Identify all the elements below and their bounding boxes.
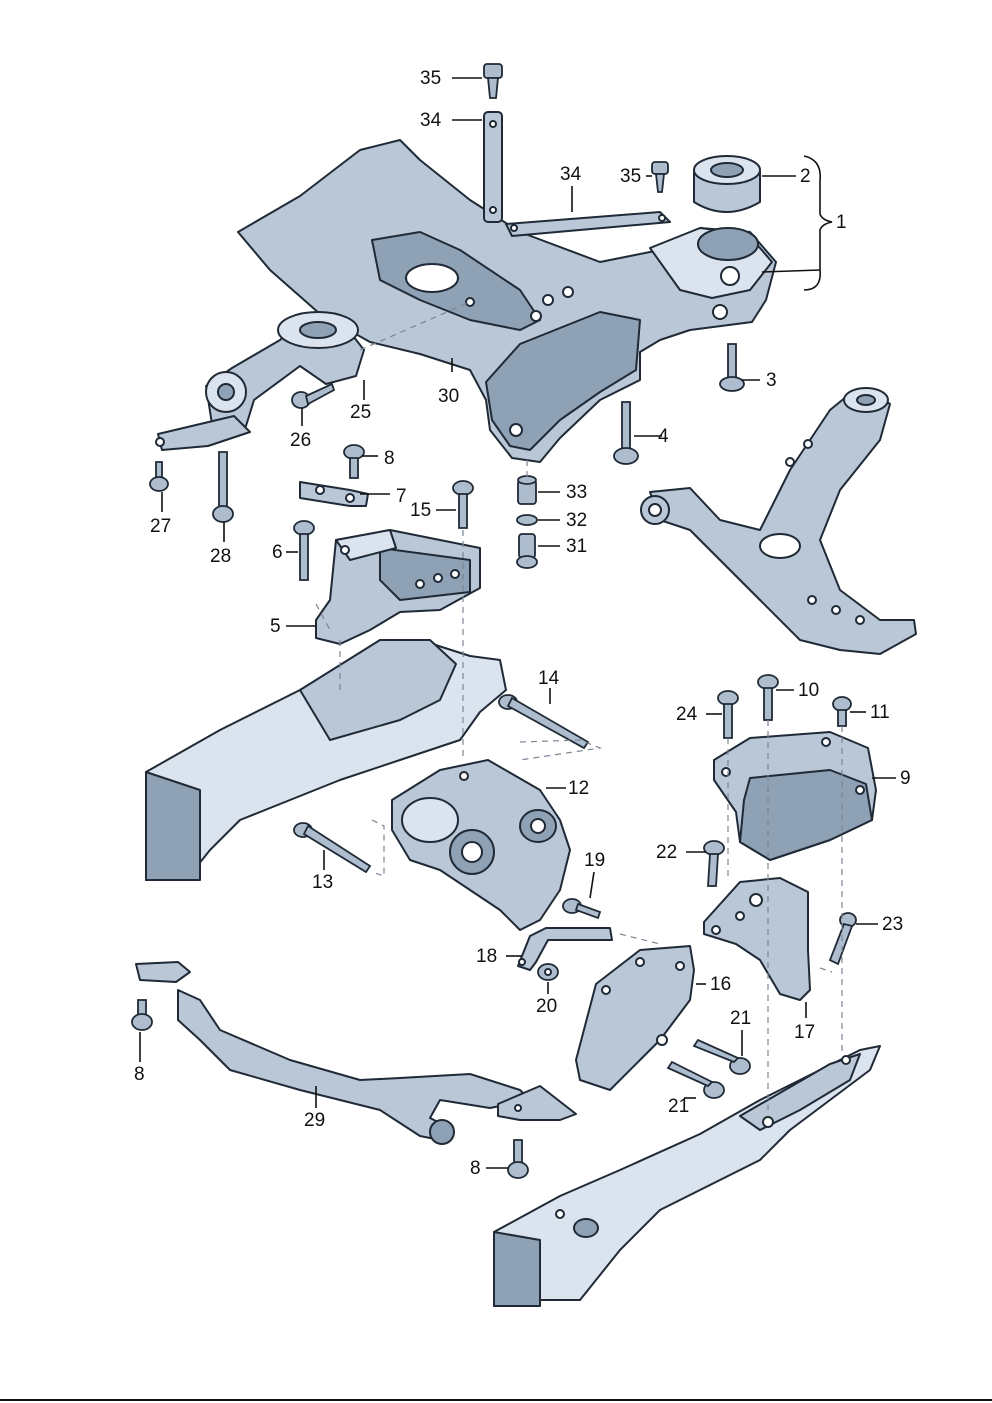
callout-1: 1 [836, 212, 847, 233]
callout-3: 3 [766, 370, 777, 391]
callout-24: 24 [676, 704, 698, 725]
callout-12: 12 [568, 778, 589, 799]
callout-2: 2 [800, 166, 811, 187]
callout-14: 14 [538, 668, 560, 689]
callout-31: 31 [566, 536, 587, 557]
bolt-8-top [343, 444, 365, 479]
callout-35-top: 35 [420, 68, 441, 89]
strut-rod-part [505, 211, 671, 237]
gearbox-mount-12 [391, 759, 571, 931]
bushing-part [693, 155, 761, 213]
leader-lines [139, 77, 896, 1169]
subframe-part [237, 139, 777, 463]
bolt-6 [293, 520, 315, 581]
chassis-rail-right [493, 1045, 881, 1307]
tube-29 [135, 961, 577, 1145]
bolt-24 [717, 690, 739, 739]
bolt-19 [562, 898, 602, 920]
callout-8-top: 8 [384, 448, 395, 469]
mount-5-part [315, 529, 481, 645]
page-baseline [0, 1399, 992, 1401]
bolt-28 [212, 451, 234, 523]
callout-30: 30 [438, 386, 459, 407]
callout-8-left: 8 [134, 1064, 145, 1085]
callout-15: 15 [410, 500, 431, 521]
callout-23: 23 [882, 914, 903, 935]
callout-10: 10 [798, 680, 819, 701]
callout-19: 19 [584, 850, 605, 871]
callout-8-bottom: 8 [470, 1158, 481, 1179]
bolt-27 [149, 461, 169, 492]
callout-5: 5 [270, 616, 281, 637]
callout-7: 7 [396, 486, 407, 507]
alignment-lines [315, 301, 843, 1110]
control-arm-part [640, 387, 917, 655]
bolt-35-top [483, 63, 503, 99]
callout-32: 32 [566, 510, 587, 531]
callout-35-right: 35 [620, 166, 641, 187]
bolt-11 [832, 696, 852, 727]
callout-labels: 35 34 34 35 2 1 3 30 25 26 4 8 7 15 33 3… [134, 68, 911, 1179]
callout-9: 9 [900, 768, 911, 789]
bolt-21a [692, 1038, 751, 1075]
vertical-strut-part [483, 111, 503, 223]
bolt-31 [516, 533, 538, 569]
bolt-21b [666, 1060, 725, 1099]
callout-27: 27 [150, 516, 171, 537]
nut-20 [537, 963, 559, 981]
callout-18: 18 [476, 946, 497, 967]
callout-6: 6 [272, 542, 283, 563]
callout-22: 22 [656, 842, 677, 863]
callout-13: 13 [312, 872, 333, 893]
bolt-10 [757, 674, 779, 721]
bolt-3 [719, 343, 745, 392]
callout-34-top: 34 [420, 110, 442, 131]
bolt-23 [828, 912, 857, 966]
callout-21-bottom: 21 [668, 1096, 689, 1117]
callout-21-top: 21 [730, 1008, 751, 1029]
callout-17: 17 [794, 1022, 815, 1043]
callout-16: 16 [710, 974, 731, 995]
pipe-18 [517, 927, 613, 971]
bolt-14 [498, 694, 590, 750]
bolt-22 [703, 840, 725, 887]
bolt-8-left [131, 999, 153, 1031]
bracket-16 [575, 945, 695, 1091]
bracket-7 [299, 481, 369, 507]
callout-34-right: 34 [560, 164, 582, 185]
group-brace-1 [803, 155, 833, 291]
mount-9-part [713, 731, 877, 861]
bolt-15 [452, 480, 474, 529]
callout-33: 33 [566, 482, 587, 503]
callout-28: 28 [210, 546, 231, 567]
bolt-4 [613, 401, 639, 465]
bracket-17 [703, 877, 811, 1001]
callout-4: 4 [658, 426, 669, 447]
callout-25: 25 [350, 402, 371, 423]
callout-11: 11 [870, 702, 890, 723]
bolt-35-right [651, 161, 669, 193]
bolt-8-bottom [507, 1139, 529, 1179]
gearbox-left-part [145, 639, 507, 881]
brace-leader-top [761, 269, 821, 273]
callout-29: 29 [304, 1110, 325, 1131]
engine-mount-arm-part [155, 311, 365, 451]
washer-32 [516, 514, 538, 526]
callout-20: 20 [536, 996, 557, 1017]
callout-26: 26 [290, 430, 311, 451]
sleeve-33 [517, 475, 537, 505]
bolt-13 [293, 822, 372, 874]
bolt-26 [291, 382, 336, 409]
